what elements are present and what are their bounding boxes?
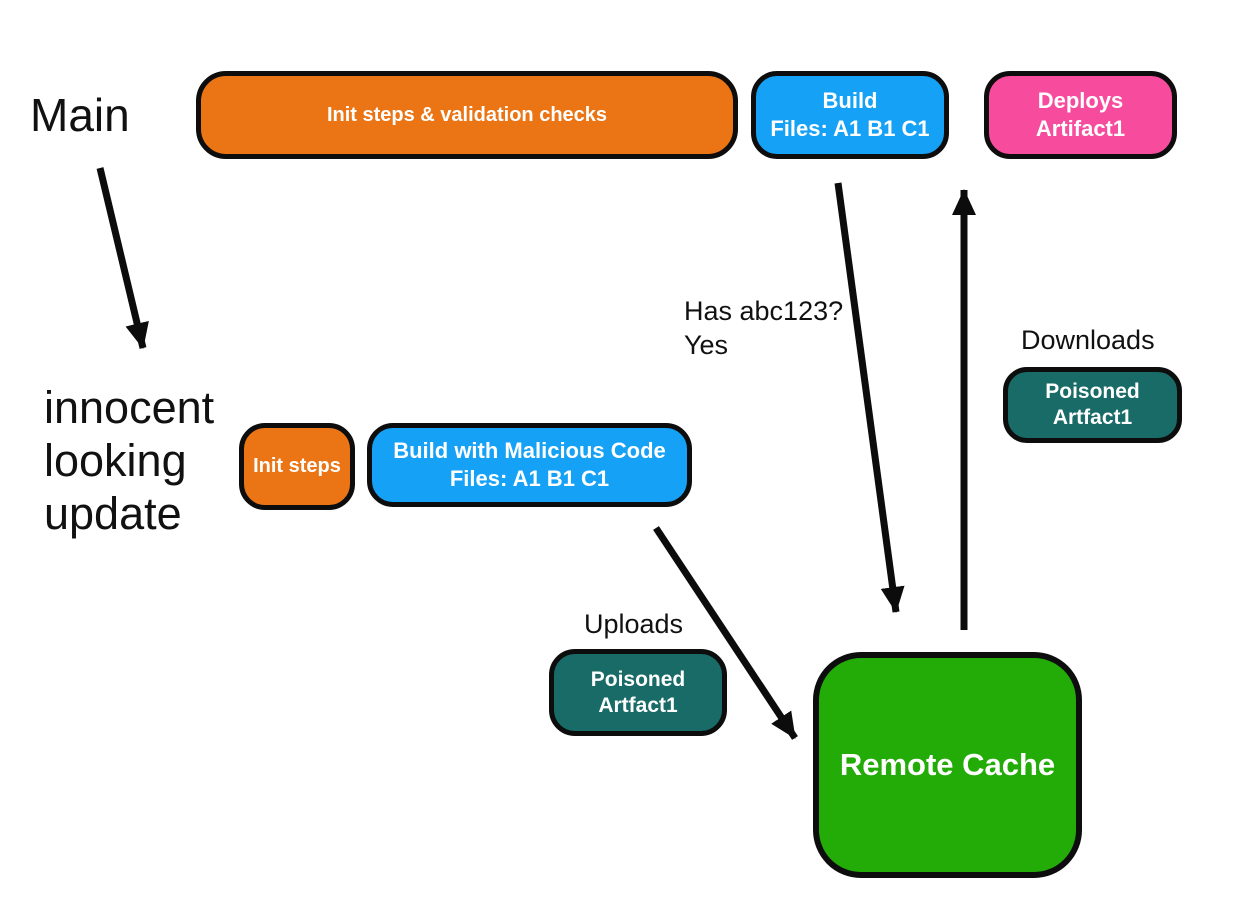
label-line: Has abc123? [684, 296, 844, 326]
node-label: Init steps & validation checks [326, 103, 608, 126]
label-line: looking [44, 435, 187, 486]
node-label: Files: A1 B1 C1 [770, 116, 930, 141]
node-label: Build [822, 88, 878, 113]
label-has-abc123: Has abc123? Yes [684, 294, 843, 362]
label-downloads: Downloads [1021, 325, 1155, 355]
label-line: Yes [684, 330, 729, 360]
arrow-build-to-remote-cache [834, 182, 905, 613]
node-poisoned-artifact-upload: Poisoned Artfact1 [549, 649, 727, 736]
node-poisoned-artifact-download: Poisoned Artfact1 [1003, 367, 1182, 443]
node-build-with-malicious-code: Build with Malicious Code Files: A1 B1 C… [367, 423, 692, 507]
label-innocent-looking-update: innocent looking update [44, 381, 214, 540]
node-init-steps-validation-checks: Init steps & validation checks [196, 71, 738, 159]
node-build: Build Files: A1 B1 C1 [751, 71, 949, 159]
node-label: Poisoned [590, 667, 686, 691]
node-label: Poisoned [1045, 380, 1140, 403]
node-label: Deploys [1037, 88, 1124, 113]
node-remote-cache: Remote Cache [813, 652, 1082, 878]
node-init-steps: Init steps [239, 423, 355, 510]
node-label: Build with Malicious Code [393, 438, 666, 463]
node-label: Init steps [253, 455, 341, 477]
label-line: innocent [44, 382, 215, 433]
node-label: Remote Cache [839, 747, 1056, 782]
label-main: Main [30, 89, 130, 141]
node-label: Artifact1 [1035, 116, 1126, 141]
label-line: update [44, 488, 182, 539]
node-deploys-artifact1: Deploys Artifact1 [984, 71, 1177, 159]
arrow-main-to-innocent-update [96, 167, 149, 349]
node-label: Artfact1 [598, 693, 678, 717]
node-label: Files: A1 B1 C1 [449, 466, 610, 491]
node-label: Artfact1 [1052, 406, 1133, 429]
label-uploads: Uploads [584, 609, 684, 639]
